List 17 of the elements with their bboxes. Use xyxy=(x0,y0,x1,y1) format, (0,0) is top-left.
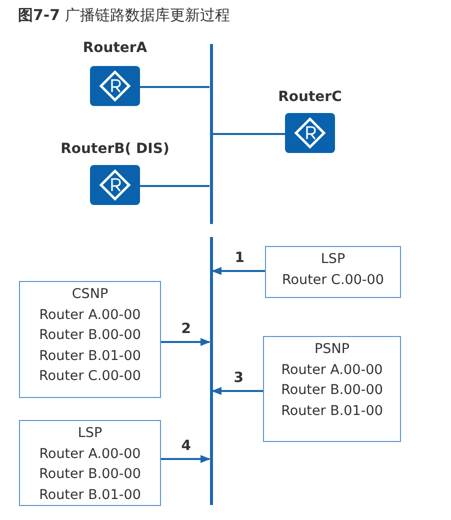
connector-line xyxy=(212,133,285,135)
figure-title: 图7-7 广播链路数据库更新过程 xyxy=(18,6,230,25)
router-label: RouterC xyxy=(277,89,343,105)
packet-box: LSP Router C.00-00 xyxy=(265,246,401,298)
arrow xyxy=(161,338,210,346)
packet-box: CSNP Router A.00-00 Router B.00-00 Router B.01-00 Router C.00-00 xyxy=(19,281,161,398)
packet-box: PSNP Router A.00-00 Router B.00-00 Router B.01-00 xyxy=(263,336,401,442)
packet-box: LSP Router A.00-00 Router B.00-00 Router B.01-00 xyxy=(19,420,161,506)
connector-line xyxy=(140,86,210,88)
network-bus-line xyxy=(210,44,212,224)
router-label: RouterB( DIS) xyxy=(60,141,170,157)
arrow xyxy=(161,455,210,463)
arrow xyxy=(212,267,265,275)
router-label: RouterA xyxy=(82,40,148,56)
connector-line xyxy=(140,185,210,187)
arrow xyxy=(212,387,263,395)
network-bus-line xyxy=(210,237,212,505)
